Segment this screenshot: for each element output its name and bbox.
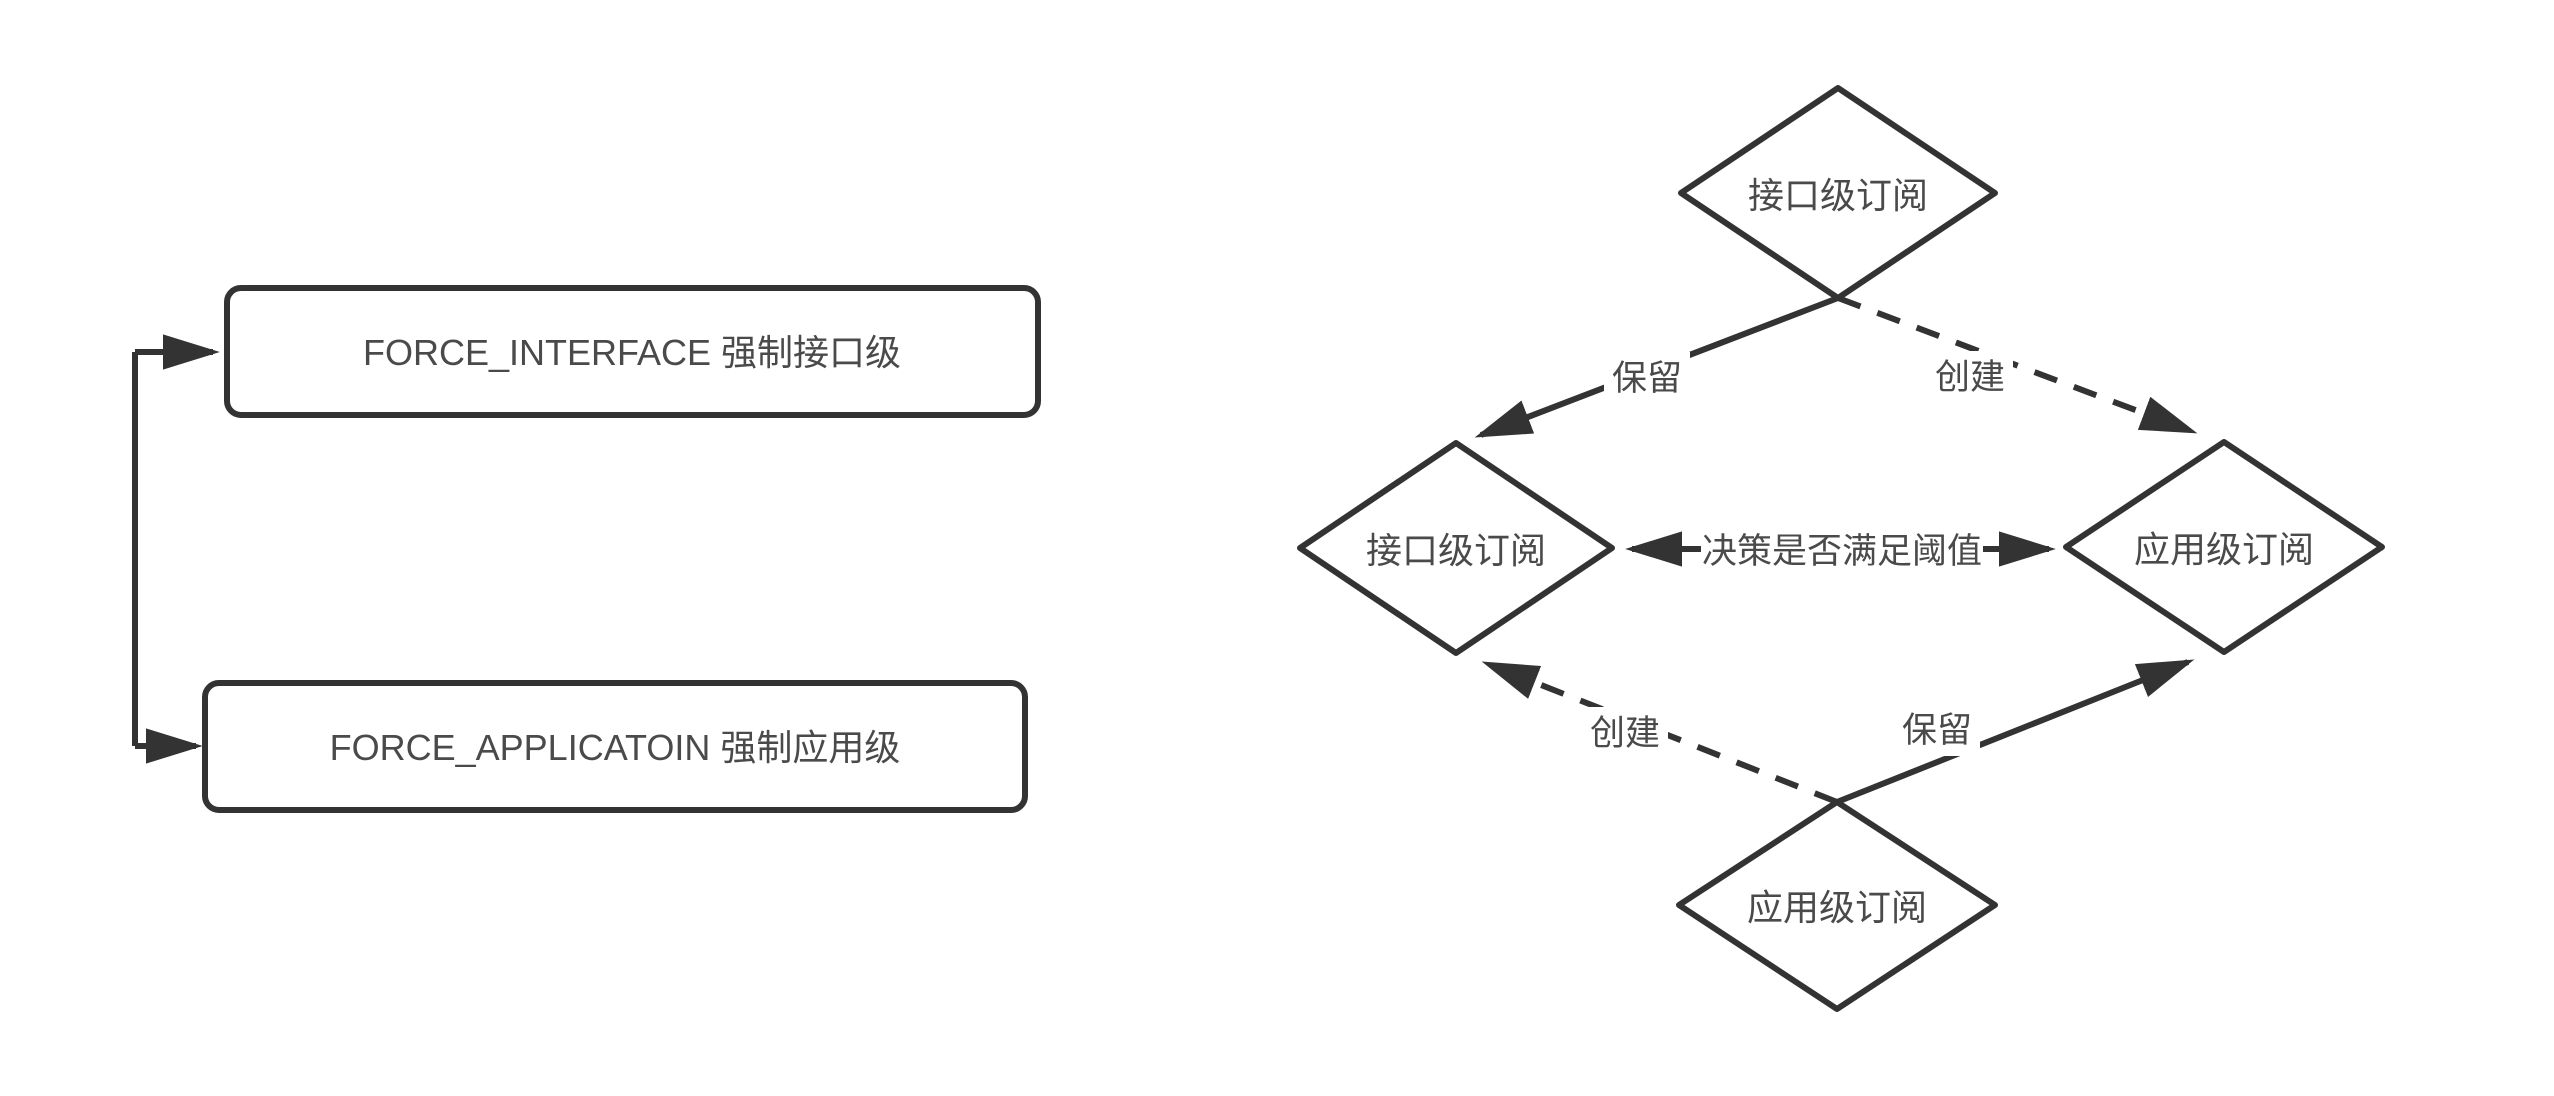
edge-bottom-to-right-solid	[1835, 659, 2195, 805]
diamond-left-interface-subscription	[1297, 440, 1615, 656]
diamond-right-label: 应用级订阅	[2134, 529, 2314, 570]
edge-label-top-right: 创建	[1935, 358, 2005, 397]
diamond-top-interface-subscription	[1678, 85, 1998, 301]
diamond-bottom-label: 应用级订阅	[1747, 887, 1927, 928]
edge-label-top-left: 保留	[1612, 359, 1682, 398]
force-application-box	[202, 680, 1028, 813]
left-panel: FORCE_INTERFACE 强制接口级 FORCE_APPLICATOIN …	[132, 285, 1041, 813]
diamond-right-application-subscription	[2063, 439, 2385, 655]
edge-label-bg-top-left	[1604, 352, 1690, 404]
diamond-bottom-application-subscription	[1676, 799, 1998, 1012]
edge-label-bottom-right: 保留	[1902, 711, 1972, 750]
center-decision-label: 决策是否满足阈值	[1702, 532, 1982, 571]
diamond-top-label: 接口级订阅	[1748, 175, 1928, 216]
diamond-left-label: 接口级订阅	[1366, 530, 1546, 571]
center-label-background	[1703, 527, 1981, 575]
edge-label-bg-bottom-right	[1894, 704, 1980, 756]
edge-top-to-right-dashed	[1836, 295, 2198, 434]
edge-label-bg-bottom-left	[1582, 707, 1668, 759]
edge-label-bg-top-right	[1927, 351, 2013, 403]
edge-label-bottom-left: 创建	[1590, 714, 1660, 753]
force-interface-box	[224, 285, 1041, 418]
force-interface-label: FORCE_INTERFACE 强制接口级	[363, 332, 901, 373]
flowchart: 接口级订阅 接口级订阅 应用级订阅 应用级订阅 决策是否满足阈值 保留 创建 创…	[1297, 85, 2385, 1012]
force-application-label: FORCE_APPLICATOIN 强制应用级	[330, 727, 901, 768]
